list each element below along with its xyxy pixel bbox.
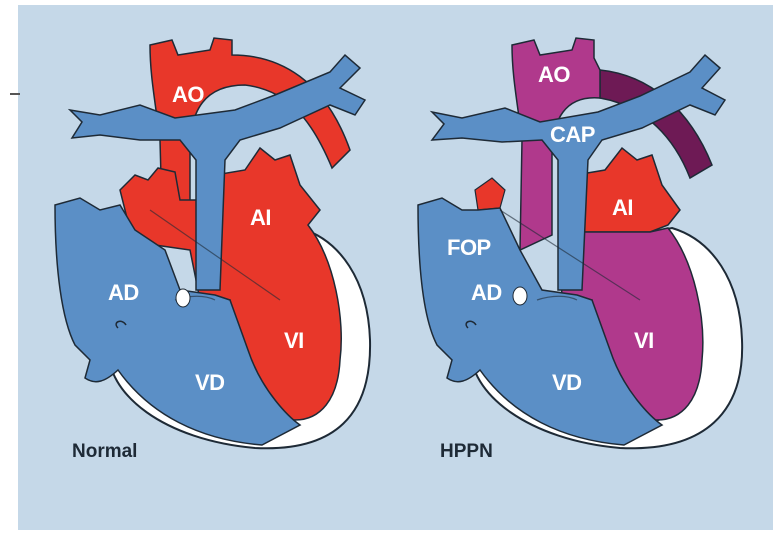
left-edge-tick [10,93,20,95]
hppn-caption: HPPN [440,441,493,462]
hppn-label-vd: VD [552,370,582,395]
normal-label-vd: VD [195,370,225,395]
hppn-label-fop: FOP [447,235,491,260]
normal-label-vi: VI [284,328,304,353]
hppn-label-ai: AI [612,195,633,220]
normal-label-ad: AD [108,280,139,305]
normal-label-ao: AO [172,82,204,107]
normal-caption: Normal [72,441,137,462]
hppn-label-ao: AO [538,62,570,87]
normal-label-ai: AI [250,205,271,230]
hppn-label-ad: AD [471,280,502,305]
hppn-valve [513,287,527,305]
hppn-label-vi: VI [634,328,654,353]
hppn-label-cap: CAP [550,122,595,147]
normal-valve [176,289,190,307]
